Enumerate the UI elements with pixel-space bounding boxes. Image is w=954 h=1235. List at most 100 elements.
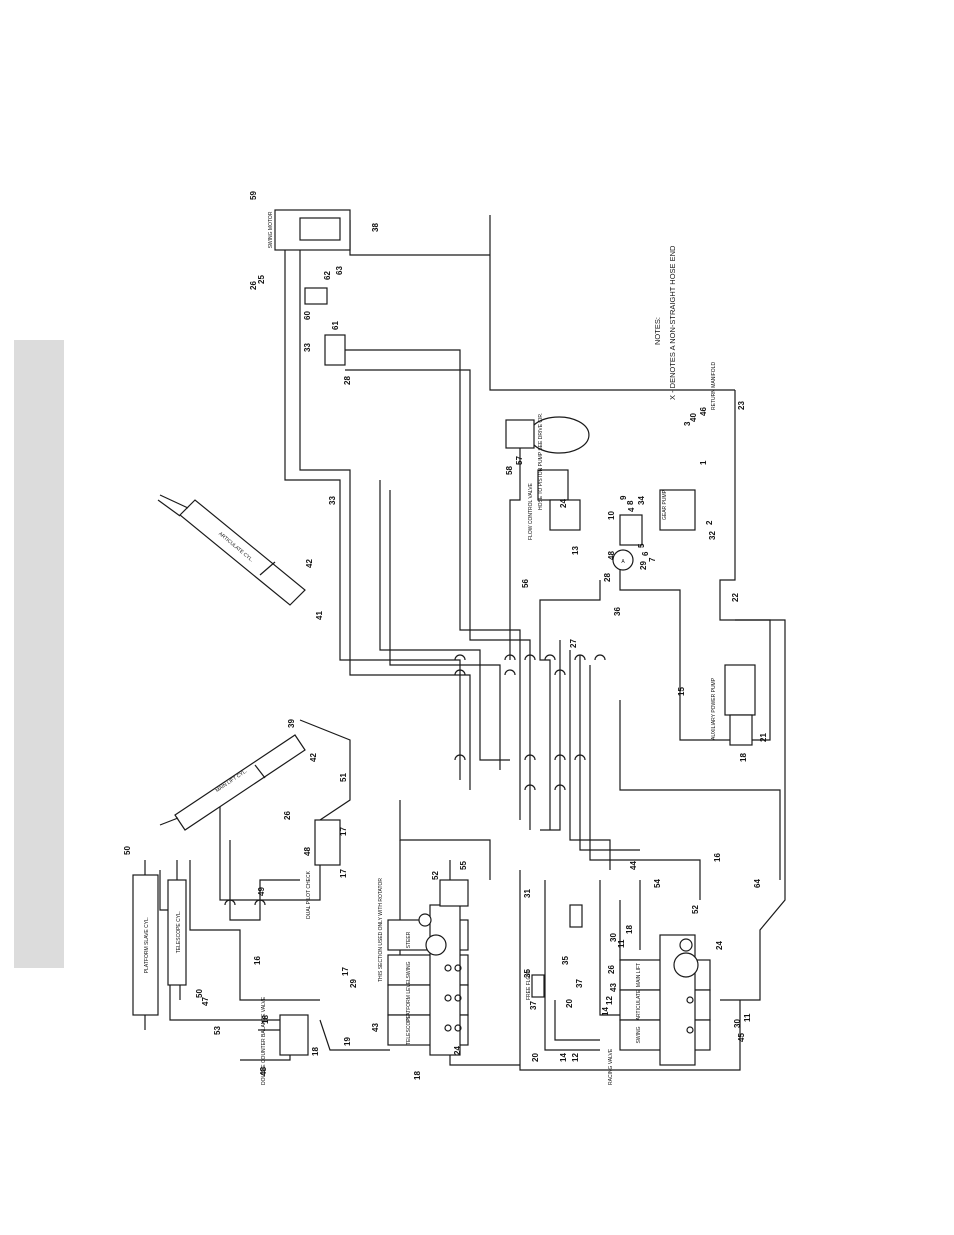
callout: 43 <box>371 1023 380 1032</box>
callout: 31 <box>523 889 532 898</box>
callout: 17 <box>339 827 348 836</box>
callout: 13 <box>571 546 580 555</box>
callout: 14 <box>601 1007 610 1016</box>
svg-text:TELESCOPE: TELESCOPE <box>406 1014 412 1045</box>
svg-text:STEER: STEER <box>406 931 412 948</box>
svg-text:MAIN LIFT: MAIN LIFT <box>636 963 642 987</box>
callout: 24 <box>715 941 724 950</box>
svg-text:ARTICULATE: ARTICULATE <box>636 989 642 1020</box>
callout: 18 <box>413 1071 422 1080</box>
callout: 48 <box>259 1067 268 1076</box>
callout: 51 <box>339 773 348 782</box>
callout: 37 <box>575 979 584 988</box>
callout: 62 <box>323 271 332 280</box>
pump-a-marker: A <box>621 559 625 565</box>
svg-text:DUAL PILOT CHECK: DUAL PILOT CHECK <box>306 870 312 918</box>
callout: 12 <box>605 996 614 1005</box>
notes-block: NOTES: X - DENOTES A NON-STRAIGHT HOSE E… <box>653 245 677 400</box>
svg-text:PLATFORM LEVEL: PLATFORM LEVEL <box>406 978 412 1022</box>
callout: 40 <box>689 413 698 422</box>
callout: 53 <box>213 1026 222 1035</box>
callout: 21 <box>759 733 768 742</box>
callout: 35 <box>561 956 570 965</box>
callout: 27 <box>569 639 578 648</box>
callout: 25 <box>257 275 266 284</box>
callout: 18 <box>311 1047 320 1056</box>
callout: 38 <box>371 223 380 232</box>
hose-lines <box>159 215 786 1071</box>
callout: 16 <box>253 956 262 965</box>
callout: 64 <box>753 879 762 888</box>
callout: 41 <box>315 611 324 620</box>
callout: 9 <box>619 495 628 500</box>
callout: 20 <box>565 999 574 1008</box>
svg-text:RACING VALVE: RACING VALVE <box>608 1048 614 1085</box>
callout: 5 <box>637 543 646 548</box>
callout: 1 <box>699 460 708 465</box>
articulate-cylinder: ARTICULATE CYL. <box>157 494 306 606</box>
dual-pilot-check: DUAL PILOT CHECK <box>306 819 341 919</box>
callout: 48 <box>607 551 616 560</box>
callout: 28 <box>343 376 352 385</box>
callout: 18 <box>261 1015 270 1024</box>
callout: 12 <box>571 1053 580 1062</box>
return-manifold-label: RETURN MANIFOLD <box>711 362 717 410</box>
callout: 35 <box>523 969 532 978</box>
callout: 19 <box>343 1037 352 1046</box>
callout: 45 <box>737 1033 746 1042</box>
callout: 52 <box>431 871 440 880</box>
callout: 39 <box>287 719 296 728</box>
callout: 8 <box>626 500 635 505</box>
callout: 22 <box>731 593 740 602</box>
callout: 52 <box>691 905 700 914</box>
callout: 23 <box>737 401 746 410</box>
callout: 60 <box>303 311 312 320</box>
callout: 17 <box>341 967 350 976</box>
callout: 11 <box>617 939 626 948</box>
callout: 46 <box>699 407 708 416</box>
svg-text:SWING: SWING <box>406 961 412 978</box>
callout: 43 <box>609 983 618 992</box>
callout: 2 <box>705 520 714 525</box>
svg-text:DOUBLE COUNTER BALANCE VALVE: DOUBLE COUNTER BALANCE VALVE <box>261 996 267 1085</box>
callout: 4 <box>627 507 636 512</box>
callout: 55 <box>459 861 468 870</box>
svg-text:SWING MOTOR: SWING MOTOR <box>268 211 274 248</box>
callout: 58 <box>505 466 514 475</box>
svg-text:THIS SECTION USED ONLY WITH RO: THIS SECTION USED ONLY WITH ROTATOR <box>378 878 384 982</box>
inline-restrictors: FREE FLOW <box>526 904 583 1000</box>
callout: 29 <box>349 979 358 988</box>
callout: 18 <box>625 925 634 934</box>
callout: 33 <box>303 343 312 352</box>
callout: 50 <box>123 846 132 855</box>
callout: 3 <box>683 421 692 426</box>
callout: 61 <box>331 321 340 330</box>
callout: 37 <box>529 1001 538 1010</box>
callout: 30 <box>733 1019 742 1028</box>
callout: 26 <box>283 811 292 820</box>
callout: 20 <box>531 1053 540 1062</box>
svg-text:TELESCOPE CYL.: TELESCOPE CYL. <box>176 911 182 954</box>
callout: 17 <box>339 869 348 878</box>
return-manifold-filter <box>505 416 590 454</box>
callout: 30 <box>609 933 618 942</box>
callout: 26 <box>249 281 258 290</box>
swing-flow-block <box>324 334 346 366</box>
callout: 6 <box>641 551 650 556</box>
telescope-cylinder: TELESCOPE CYL. <box>167 860 187 986</box>
callout: 48 <box>303 847 312 856</box>
flow-control-valve: FLOW CONTROL VALVE <box>528 469 581 540</box>
swing-motor: SWING MOTOR <box>268 209 351 251</box>
callout: 50 <box>195 989 204 998</box>
callout: 34 <box>637 496 646 505</box>
callout: 56 <box>521 579 530 588</box>
callout: 29 <box>639 561 648 570</box>
callout: 24 <box>453 1046 462 1055</box>
valve-bank-lower: MAIN LIFT ARTICULATE SWING RACING VALVE <box>608 934 711 1085</box>
callout: 49 <box>257 887 266 896</box>
callout: 10 <box>607 511 616 520</box>
callout: 15 <box>677 687 686 696</box>
notes-heading: NOTES: <box>653 317 662 345</box>
callout: 16 <box>713 853 722 862</box>
